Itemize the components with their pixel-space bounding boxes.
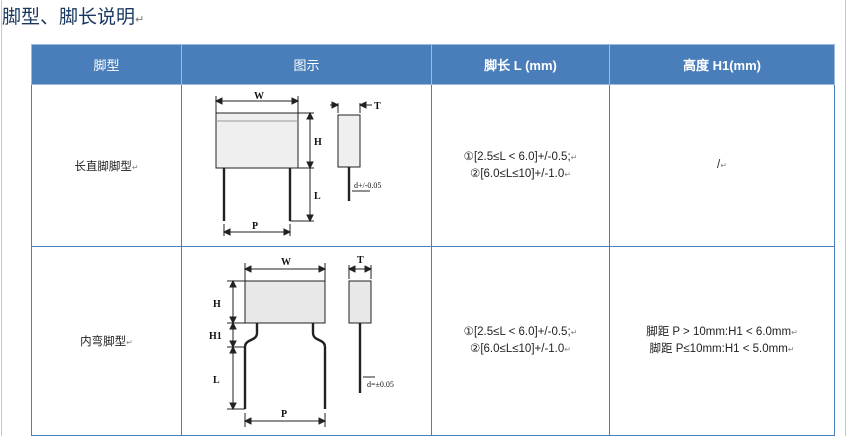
paragraph-mark: ↵ — [126, 338, 133, 347]
capacitor-side-view — [337, 114, 360, 167]
height-spec-line: 脚距 P≤10mm:H1 < 5.0mm↵ — [649, 343, 795, 355]
lead-right — [311, 323, 326, 409]
label-t: T — [374, 101, 381, 112]
page-right-border — [845, 0, 846, 436]
label-d: d+/-0.05 — [354, 181, 381, 190]
cell-diagram: W H L P T d+/-0.05 — [181, 84, 432, 247]
page-title: 脚型、脚长说明↵ — [2, 2, 144, 29]
header-lead-type: 脚型 — [31, 44, 182, 85]
label-d: d=±0.05 — [367, 380, 394, 389]
straight-lead-diagram: W H L P T d+/-0.05 — [214, 91, 381, 236]
label-h1: H1 — [209, 331, 222, 342]
header-diagram: 图示 — [181, 44, 432, 85]
height-spec-line: 脚距 P > 10mm:H1 < 6.0mm↵ — [646, 326, 798, 338]
label-p: P — [252, 221, 258, 232]
cell-lead-length: ①[2.5≤L < 6.0]+/-0.5;↵ ②[6.0≤L≤10]+/-1.0… — [431, 246, 610, 436]
cell-lead-length: ①[2.5≤L < 6.0]+/-0.5;↵ ②[6.0≤L≤10]+/-1.0… — [431, 84, 610, 247]
page-title-text: 脚型、脚长说明 — [2, 6, 136, 28]
label-l: L — [314, 191, 321, 202]
page-left-border — [1, 0, 2, 436]
label-w: W — [254, 91, 264, 102]
table-header-row: 脚型 图示 脚长 L (mm) 高度 H1(mm) — [31, 44, 835, 85]
table-row: 长直脚脚型↵ — [31, 84, 835, 247]
length-spec-line: ①[2.5≤L < 6.0]+/-0.5;↵ — [463, 326, 578, 338]
label-l: L — [213, 375, 220, 386]
capacitor-body — [244, 280, 325, 324]
header-lead-length: 脚长 L (mm) — [431, 44, 610, 85]
paragraph-mark: ↵ — [131, 162, 139, 172]
label-t: T — [357, 255, 364, 266]
capacitor-side-view — [348, 280, 371, 324]
paragraph-mark: ↵ — [135, 13, 145, 26]
label-h: H — [213, 299, 221, 310]
label-h: H — [314, 137, 322, 148]
length-spec-line: ②[6.0≤L≤10]+/-1.0↵ — [470, 343, 571, 355]
label-p: P — [281, 409, 287, 420]
label-w: W — [281, 257, 291, 268]
table-row: 内弯脚型↵ — [31, 246, 835, 436]
cell-lead-type: 内弯脚型↵ — [31, 246, 182, 436]
cell-diagram: W H H1 L P T d=±0.05 — [181, 246, 432, 436]
bent-lead-diagram: W H H1 L P T d=±0.05 — [209, 255, 394, 427]
cell-height: /↵ — [609, 84, 835, 247]
length-spec-line: ②[6.0≤L≤10]+/-1.0↵ — [470, 167, 571, 180]
height-spec-line: /↵ — [717, 159, 727, 171]
lead-left — [243, 323, 258, 409]
header-height: 高度 H1(mm) — [609, 44, 835, 85]
cell-lead-type: 长直脚脚型↵ — [31, 84, 182, 247]
cell-height: 脚距 P > 10mm:H1 < 6.0mm↵ 脚距 P≤10mm:H1 < 5… — [609, 246, 835, 436]
lead-type-label: 长直脚脚型 — [74, 160, 132, 173]
capacitor-body — [215, 112, 298, 168]
length-spec-line: ①[2.5≤L < 6.0]+/-0.5;↵ — [463, 150, 578, 163]
lead-type-table: 脚型 图示 脚长 L (mm) 高度 H1(mm) 长直脚脚型↵ — [31, 44, 835, 436]
lead-type-label: 内弯脚型 — [80, 336, 127, 348]
